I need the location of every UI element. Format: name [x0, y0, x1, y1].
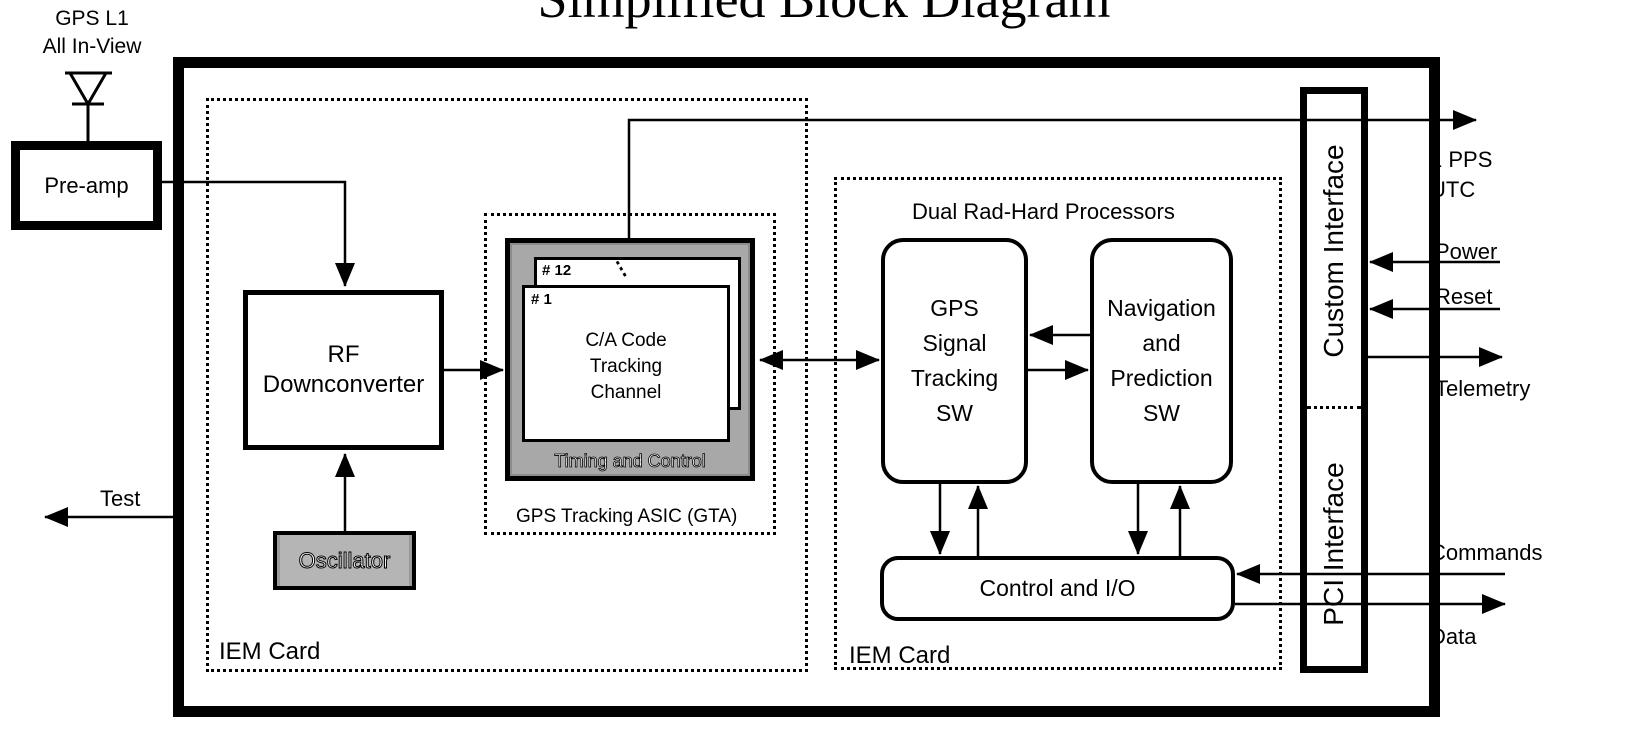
diagram-title: Simplified Block Diagram: [0, 0, 1648, 30]
preamp-box: Pre-amp: [11, 141, 162, 230]
gta-caption: GPS Tracking ASIC (GTA): [516, 506, 738, 527]
control-io-label: Control and I/O: [979, 575, 1136, 601]
pps-label-line1: 1 PPS: [1430, 147, 1493, 172]
data-label: Data: [1430, 624, 1477, 649]
reset-label: Reset: [1435, 284, 1493, 309]
processors-title: Dual Rad-Hard Processors: [912, 199, 1175, 224]
nav-sw-line3: Prediction: [1110, 365, 1213, 391]
oscillator-label: Oscillator: [298, 547, 391, 573]
nav-sw-line4: SW: [1142, 400, 1181, 426]
rf-label-line1: RF: [327, 341, 360, 368]
channel-1-card: # 1 C/A Code Tracking Channel: [522, 285, 730, 442]
channel-text-line3: Channel: [590, 382, 662, 403]
control-io-box: Control and I/O: [880, 556, 1235, 621]
interface-divider: [1307, 406, 1361, 409]
iem-card-left-region: [206, 98, 808, 672]
nav-sw-line2: and: [1142, 330, 1181, 356]
pps-label: 1 PPS UTC: [1430, 145, 1492, 205]
telemetry-label: Telemetry: [1435, 376, 1531, 401]
preamp-to-rf-line: [162, 180, 355, 287]
iem-card-left-label: IEM Card: [219, 638, 321, 665]
antenna-label: GPS L1 All In-View: [22, 5, 162, 61]
gps-sw-line2: Signal: [922, 330, 987, 356]
antenna-icon: [65, 71, 112, 142]
pps-line: [627, 110, 1477, 238]
iem-card-right-label: IEM Card: [849, 642, 951, 669]
interface-column: [1300, 87, 1368, 673]
rf-label-line2: Downconverter: [262, 371, 425, 398]
gps-sw-line4: SW: [935, 400, 974, 426]
channel-text-line2: Tracking: [589, 356, 663, 377]
antenna-label-line1: GPS L1: [55, 7, 129, 30]
gps-sw-line1: GPS: [930, 295, 979, 321]
channel-text-line1: C/A Code: [585, 330, 667, 351]
power-label: Power: [1435, 239, 1498, 264]
asic-timing-label: Timing and Control: [554, 451, 706, 472]
rf-downconverter-box: RF Downconverter: [243, 290, 444, 450]
preamp-label: Pre-amp: [44, 172, 129, 198]
nav-sw-box: Navigation and Prediction SW: [1090, 238, 1233, 484]
channel-1-label: # 1: [531, 291, 552, 308]
main-frame: [173, 57, 1440, 717]
commands-label: Commands: [1430, 540, 1543, 565]
antenna-label-line2: All In-View: [42, 35, 142, 58]
gps-sw-line3: Tracking: [910, 365, 999, 391]
oscillator-box: Oscillator: [273, 531, 416, 590]
test-label: Test: [100, 486, 141, 511]
iem-card-right-region: [834, 177, 1282, 670]
pps-label-line2: UTC: [1430, 177, 1476, 202]
nav-sw-line1: Navigation: [1107, 295, 1216, 321]
gps-sw-box: GPS Signal Tracking SW: [881, 238, 1028, 484]
channel-12-label: # 12: [542, 262, 572, 279]
